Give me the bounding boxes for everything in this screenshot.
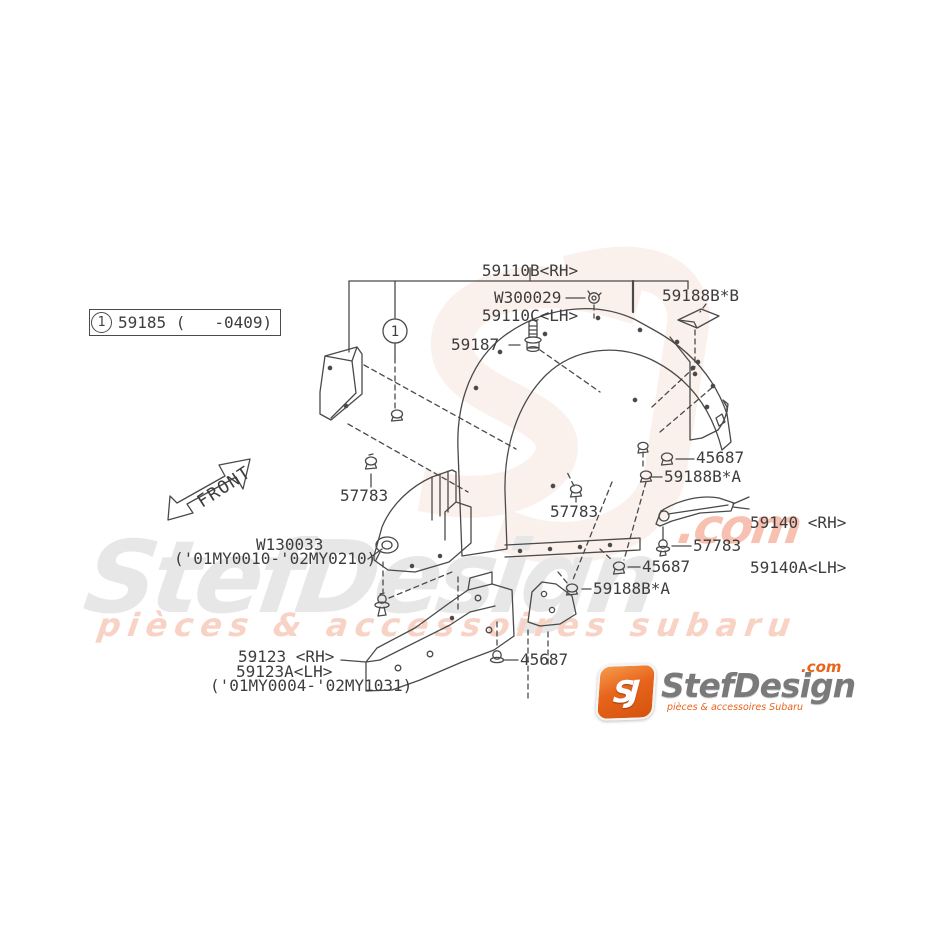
- reference-box: 1 59185 ( -0409): [89, 309, 281, 336]
- part-label-59110-lh: 59110C<LH>: [481, 306, 579, 325]
- reference-part-text: 59185 ( -0409): [118, 313, 273, 332]
- callout-number: 1: [391, 324, 399, 340]
- part-label-45687-bottom: 45687: [520, 650, 569, 669]
- part-label-59110: 59110B<RH> 59110C<LH>: [463, 233, 597, 353]
- part-label-w300029: W300029: [494, 288, 562, 307]
- nut-icon-w300029: [587, 290, 602, 304]
- plate-59188bb: [677, 308, 720, 377]
- lower-bracket-59123: [365, 571, 515, 692]
- part-label-57783-left: 57783: [340, 486, 389, 505]
- part-label-59140-rh: 59140 <RH>: [750, 513, 847, 532]
- front-arrow-label: FRONT: [194, 463, 255, 513]
- part-label-59123-rh: 59123 <RH>: [238, 647, 335, 666]
- reference-callout-number: 1: [91, 312, 112, 333]
- clip-icon-top-rear: [637, 441, 649, 454]
- clip-icon-45687-mid: [612, 561, 626, 575]
- clip-icon-59188ba-mid: [565, 583, 579, 596]
- part-label-w130033: W130033: [256, 535, 324, 554]
- part-label-w130033-range: ('01MY0010-'02MY0210): [174, 549, 377, 568]
- bolt-icon-w130033: [374, 592, 390, 617]
- clip-icon-57783-center: [569, 484, 583, 498]
- circled-callout: 1: [382, 318, 408, 344]
- leader-lines: [340, 297, 750, 663]
- part-label-59188b-b: 59188B*B: [662, 286, 740, 305]
- clip-icon-57783-right: [655, 539, 671, 557]
- fender-liner-main: [457, 308, 732, 558]
- logo-tld-text: .com: [801, 658, 842, 676]
- part-label-59188b-a-mid: 59188B*A: [593, 579, 671, 598]
- under-cover: [373, 469, 472, 573]
- part-label-57783-center: 57783: [550, 502, 599, 521]
- sill-strip-59140: [655, 496, 735, 541]
- part-label-59187: 59187: [451, 335, 500, 354]
- part-label-45687-mid: 45687: [642, 557, 691, 576]
- assembly-dashed-lines: [347, 303, 715, 699]
- clip-icon-45687-bottom: [489, 650, 505, 664]
- logo-monogram-text: SJ: [611, 674, 636, 710]
- mudguard-front-bracket: [319, 346, 363, 421]
- bolt-icon-59187: [524, 319, 542, 353]
- rear-liner-section: [669, 336, 729, 441]
- site-logo: SJ StefDesign .com pièces & accessoires …: [593, 658, 856, 730]
- part-label-57783-right: 57783: [693, 536, 742, 555]
- stay-bracket: [527, 581, 577, 627]
- clip-icon-screw-top: [390, 409, 404, 422]
- clip-icon-57783-left: [364, 453, 378, 470]
- part-label-59123-range: ('01MY0004-'02MY1031): [210, 676, 413, 695]
- logo-monogram-icon: SJ: [594, 663, 658, 721]
- logo-tagline-text: pièces & accessoires Subaru: [667, 702, 803, 713]
- callout-bracket-lines: [348, 267, 689, 359]
- part-label-59140-lh: 59140A<LH>: [750, 558, 847, 577]
- part-label-59188b-a-right: 59188B*A: [664, 467, 742, 486]
- part-label-59123-lh: 59123A<LH>: [236, 662, 333, 681]
- part-label-45687-right: 45687: [696, 448, 745, 467]
- clip-icon-59188ba-right: [639, 470, 653, 483]
- clip-icon-45687-right: [660, 452, 674, 466]
- logo-brand-text: StefDesign: [661, 666, 856, 705]
- front-arrow-icon: FRONT: [167, 458, 255, 521]
- part-label-59110-rh: 59110B<RH>: [481, 261, 579, 280]
- part-label-59140: 59140 <RH> 59140A<LH>: [750, 485, 846, 605]
